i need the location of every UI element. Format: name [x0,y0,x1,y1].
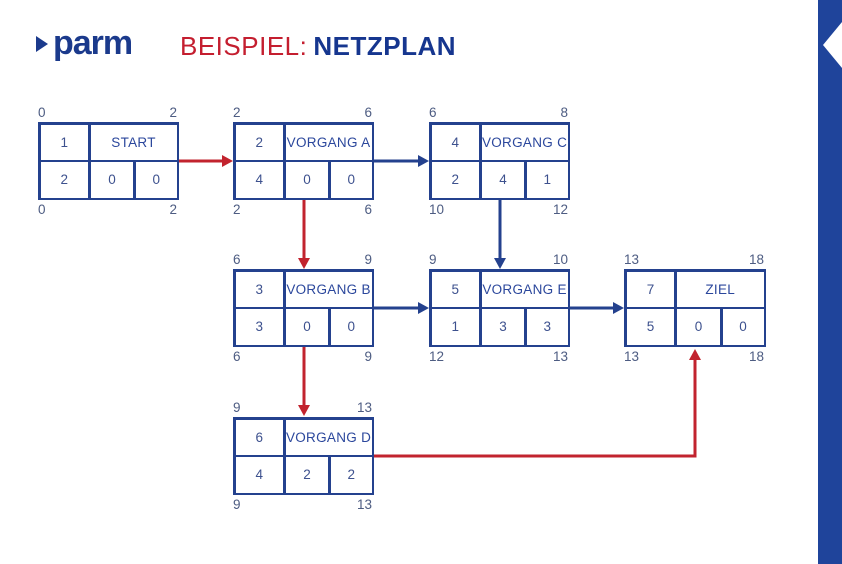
earliest-start-label: 9 [429,252,437,267]
duration-value: 1 [431,309,480,345]
node-id: 4 [431,124,480,160]
free-buffer-value: 0 [135,162,177,198]
node-name: VORGANG B [285,271,372,307]
node-name: VORGANG C [481,124,568,160]
earliest-start-label: 2 [233,105,241,120]
node-name: START [90,124,177,160]
total-buffer-value: 0 [676,309,721,345]
free-buffer-value: 0 [330,162,372,198]
latest-finish-label: 9 [364,348,372,364]
total-buffer-value: 0 [90,162,134,198]
duration-value: 2 [40,162,89,198]
earliest-finish-label: 13 [356,400,372,415]
node-box: 6 VORGANG D 4 2 2 [233,417,374,495]
earliest-finish-label: 9 [364,252,372,267]
earliest-start-label: 9 [233,400,241,415]
node-name: VORGANG A [285,124,372,160]
node-box: 3 VORGANG B 3 0 0 [233,269,374,347]
latest-finish-label: 13 [356,496,372,512]
total-buffer-value: 3 [481,309,525,345]
total-buffer-value: 4 [481,162,525,198]
latest-start-label: 9 [233,496,241,512]
node-box: 2 VORGANG A 4 0 0 [233,122,374,200]
latest-start-label: 12 [429,348,445,364]
earliest-start-label: 6 [429,105,437,120]
free-buffer-value: 3 [526,309,568,345]
node-vorgang-d: 9 13 9 13 6 VORGANG D 4 2 2 [233,401,374,511]
node-ziel: 13 18 13 18 7 ZIEL 5 0 0 [624,253,766,363]
free-buffer-value: 2 [330,457,372,493]
node-vorgang-a: 2 6 2 6 2 VORGANG A 4 0 0 [233,106,374,216]
latest-finish-label: 18 [748,348,764,364]
earliest-finish-label: 18 [748,252,764,267]
latest-finish-label: 12 [552,201,568,217]
page-title: BEISPIEL:NETZPLAN [180,32,456,61]
earliest-finish-label: 10 [552,252,568,267]
title-prefix: BEISPIEL: [180,31,308,61]
earliest-finish-label: 6 [364,105,372,120]
node-name: VORGANG E [481,271,568,307]
parm-logo: parm [36,24,133,62]
node-vorgang-c: 6 8 10 12 4 VORGANG C 2 4 1 [429,106,570,216]
play-triangle-icon [36,36,48,52]
earliest-finish-label: 2 [169,105,177,120]
logo-text: parm [53,24,133,62]
node-box: 5 VORGANG E 1 3 3 [429,269,570,347]
duration-value: 3 [235,309,284,345]
latest-start-label: 6 [233,348,241,364]
bar-notch-arrow-icon [823,22,842,68]
free-buffer-value: 0 [330,309,372,345]
earliest-start-label: 13 [624,252,640,267]
total-buffer-value: 0 [285,309,329,345]
node-id: 2 [235,124,284,160]
node-id: 5 [431,271,480,307]
latest-start-label: 13 [624,348,640,364]
earliest-start-label: 0 [38,105,46,120]
latest-start-label: 2 [233,201,241,217]
node-vorgang-b: 6 9 6 9 3 VORGANG B 3 0 0 [233,253,374,363]
total-buffer-value: 2 [285,457,329,493]
latest-finish-label: 13 [552,348,568,364]
node-box: 1 START 2 0 0 [38,122,179,200]
header: parm [36,24,133,62]
node-vorgang-e: 9 10 12 13 5 VORGANG E 1 3 3 [429,253,570,363]
node-name: ZIEL [676,271,764,307]
node-name: VORGANG D [285,419,372,455]
latest-start-label: 10 [429,201,445,217]
duration-value: 4 [235,162,284,198]
node-box: 4 VORGANG C 2 4 1 [429,122,570,200]
right-edge-bar [818,0,842,564]
earliest-finish-label: 8 [560,105,568,120]
latest-finish-label: 2 [169,201,177,217]
node-start: 0 2 0 2 1 START 2 0 0 [38,106,179,216]
node-id: 6 [235,419,284,455]
title-main: NETZPLAN [313,31,457,61]
total-buffer-value: 0 [285,162,329,198]
node-id: 7 [626,271,675,307]
free-buffer-value: 0 [722,309,764,345]
duration-value: 2 [431,162,480,198]
node-id: 1 [40,124,89,160]
free-buffer-value: 1 [526,162,568,198]
earliest-start-label: 6 [233,252,241,267]
duration-value: 4 [235,457,284,493]
node-id: 3 [235,271,284,307]
latest-finish-label: 6 [364,201,372,217]
latest-start-label: 0 [38,201,46,217]
duration-value: 5 [626,309,675,345]
node-box: 7 ZIEL 5 0 0 [624,269,766,347]
